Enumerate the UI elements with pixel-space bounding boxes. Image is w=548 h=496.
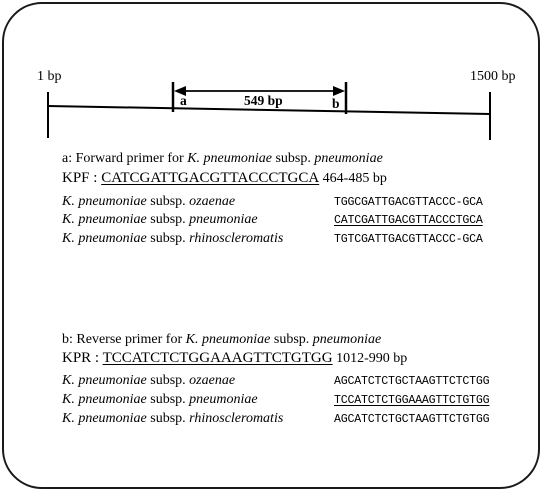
- forward-heading: a: Forward primer for K. pneumoniae subs…: [62, 151, 383, 167]
- forward-row-sequence: TGTCGATTGACGTTACCC-GCA: [334, 233, 483, 246]
- subsp-word: subsp.: [146, 212, 190, 227]
- reverse-row-species: K. pneumoniae subsp. pneumoniae: [62, 392, 258, 408]
- arrow-right-head: [333, 86, 345, 96]
- subspecies-name: rhinoscleromatis: [189, 231, 284, 246]
- reverse-heading: b: Reverse primer for K. pneumoniae subs…: [62, 332, 381, 348]
- amplicon-length-label: 549 bp: [244, 93, 283, 108]
- subspecies-name: rhinoscleromatis: [189, 411, 284, 426]
- reverse-row-sequence: AGCATCTCTGCTAAGTTCTCTGG: [334, 375, 490, 388]
- forward-heading-subsp: pneumoniae: [314, 151, 383, 166]
- reverse-heading-species: K. pneumoniae: [185, 332, 271, 347]
- diagram-frame: [2, 2, 540, 489]
- reverse-row-species: K. pneumoniae subsp. ozaenae: [62, 373, 235, 389]
- species-name: K. pneumoniae: [62, 212, 147, 227]
- forward-heading-mid: subsp.: [271, 151, 315, 166]
- reverse-primer-name: KPR :: [62, 350, 103, 366]
- forward-row-sequence: CATCGATTGACGTTACCCTGCA: [334, 214, 483, 227]
- forward-heading-species: K. pneumoniae: [187, 151, 272, 166]
- reverse-row-sequence: AGCATCTCTGCTAAGTTCTGTGG: [334, 413, 490, 426]
- end-label: 1500 bp: [470, 69, 516, 84]
- reverse-primer-line: KPR : TCCATCTCTGGAAAGTTCTGTGG 1012-990 b…: [62, 350, 407, 367]
- forward-primer-sequence: CATCGATTGACGTTACCCTGCA: [101, 170, 320, 186]
- species-name: K. pneumoniae: [62, 411, 147, 426]
- marker-b-label: b: [332, 96, 340, 111]
- forward-primer-name: KPF :: [62, 170, 102, 186]
- reverse-row-sequence: TCCATCTCTGGAAAGTTCTGTGG: [334, 394, 490, 407]
- start-label: 1 bp: [37, 69, 62, 84]
- subsp-word: subsp.: [146, 373, 190, 388]
- reverse-primer-sequence: TCCATCTCTGGAAAGTTCTGTGG: [102, 350, 333, 366]
- subsp-word: subsp.: [146, 411, 190, 426]
- subspecies-name: ozaenae: [189, 194, 236, 209]
- subsp-word: subsp.: [146, 392, 190, 407]
- forward-primer-line: KPF : CATCGATTGACGTTACCCTGCA 464-485 bp: [62, 170, 387, 187]
- subspecies-name: pneumoniae: [189, 212, 258, 227]
- forward-row-species: K. pneumoniae subsp. ozaenae: [62, 194, 235, 210]
- subsp-word: subsp.: [146, 231, 190, 246]
- subspecies-name: ozaenae: [189, 373, 236, 388]
- arrow-left-head: [174, 86, 186, 96]
- reverse-heading-mid: subsp.: [270, 332, 313, 347]
- species-name: K. pneumoniae: [62, 194, 147, 209]
- forward-row-species: K. pneumoniae subsp. pneumoniae: [62, 212, 258, 228]
- subsp-word: subsp.: [146, 194, 190, 209]
- marker-a-label: a: [180, 93, 187, 108]
- subspecies-name: pneumoniae: [189, 392, 258, 407]
- species-name: K. pneumoniae: [62, 373, 147, 388]
- reverse-primer-position: 1012-990 bp: [332, 351, 408, 366]
- reverse-heading-prefix: b: Reverse primer for: [62, 332, 186, 347]
- reverse-heading-subsp: pneumoniae: [312, 332, 382, 347]
- forward-row-sequence: TGGCGATTGACGTTACCC-GCA: [334, 196, 483, 209]
- species-name: K. pneumoniae: [62, 392, 147, 407]
- sequence-line: [47, 105, 491, 115]
- forward-primer-position: 464-485 bp: [319, 171, 387, 186]
- reverse-row-species: K. pneumoniae subsp. rhinoscleromatis: [62, 411, 283, 427]
- forward-heading-prefix: a: Forward primer for: [62, 151, 188, 166]
- forward-row-species: K. pneumoniae subsp. rhinoscleromatis: [62, 231, 283, 247]
- species-name: K. pneumoniae: [62, 231, 147, 246]
